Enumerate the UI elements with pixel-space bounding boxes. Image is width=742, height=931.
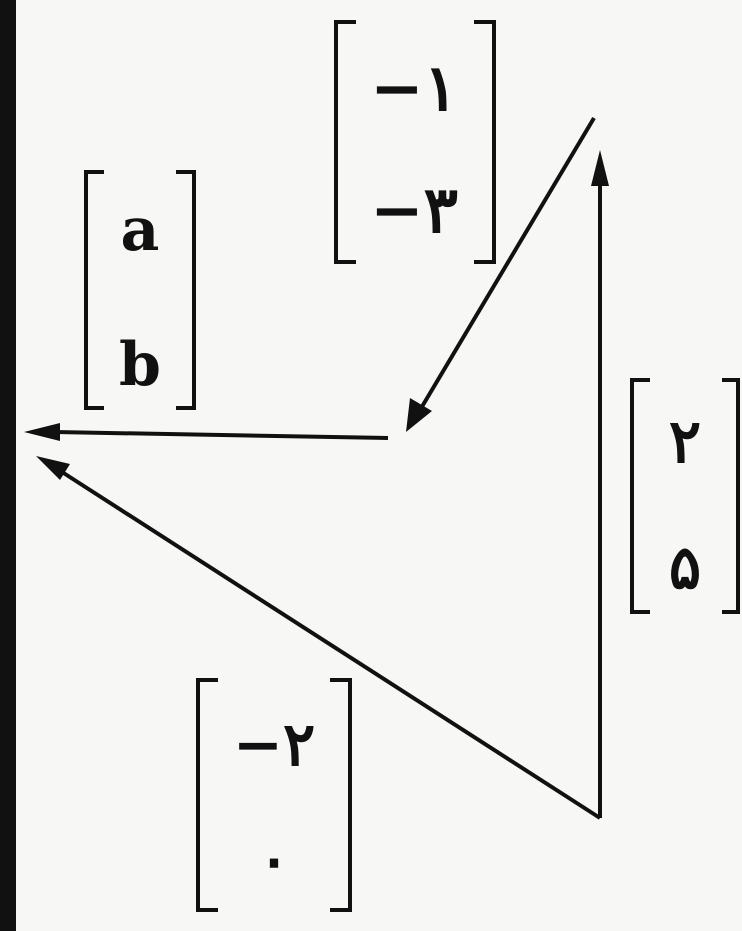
arrow-shaft: [60, 470, 602, 820]
arrow-head: [406, 398, 432, 432]
vector-b-top-entry: ۲: [669, 407, 701, 477]
bracket-left: [334, 20, 356, 264]
bracket-right: [722, 378, 740, 614]
result-bottom-entry: b: [119, 330, 161, 400]
left-edge-bar: [0, 0, 16, 931]
arrow-vector-b: [591, 150, 609, 818]
bracket-left: [196, 678, 218, 912]
bracket-right: [474, 20, 496, 264]
arrow-head: [591, 150, 609, 186]
bracket-left: [630, 378, 650, 614]
arrow-vector-c: [36, 456, 602, 820]
vector-c-bottom-entry: ۰: [258, 825, 290, 895]
bracket-right: [176, 170, 196, 410]
vector-label-result: a b: [84, 170, 196, 410]
arrow-vector-a: [406, 116, 596, 432]
arrow-shaft: [418, 116, 596, 412]
arrow-shaft: [54, 430, 389, 440]
vector-b-bottom-entry: ۵: [669, 533, 701, 603]
vector-label-a: −۱ −۳: [334, 20, 496, 264]
arrow-head: [36, 456, 70, 480]
arrow-head: [24, 423, 60, 441]
vector-a-bottom-entry: −۳: [370, 173, 458, 248]
bracket-right: [330, 678, 352, 912]
vector-label-c: −۲ ۰: [196, 678, 352, 912]
vector-c-top-entry: −۲: [233, 710, 316, 780]
vector-a-top-entry: −۱: [370, 51, 458, 126]
bracket-left: [84, 170, 104, 410]
vector-label-b: ۲ ۵: [630, 378, 740, 614]
arrow-result: [24, 423, 389, 441]
result-top-entry: a: [121, 195, 160, 265]
